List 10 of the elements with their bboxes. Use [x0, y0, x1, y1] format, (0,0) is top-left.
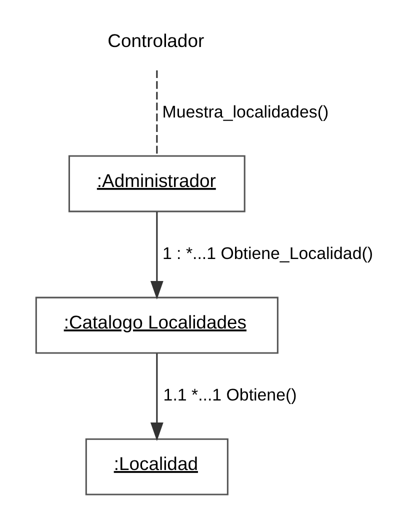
edge-label: 1.1 *...1 Obtiene() [163, 385, 297, 404]
arrow [150, 212, 164, 300]
edge-label: 1 : *...1 Obtiene_Localidad() [162, 244, 373, 263]
connector [156, 70, 158, 156]
node-text: Controlador [108, 30, 204, 51]
node-box: :Catalogo Localidades [35, 296, 278, 354]
arrow [150, 354, 164, 441]
node-box: :Administrador [68, 155, 246, 212]
node-box: :Localidad [85, 438, 228, 496]
edge-label: Muestra_localidades() [162, 102, 329, 122]
